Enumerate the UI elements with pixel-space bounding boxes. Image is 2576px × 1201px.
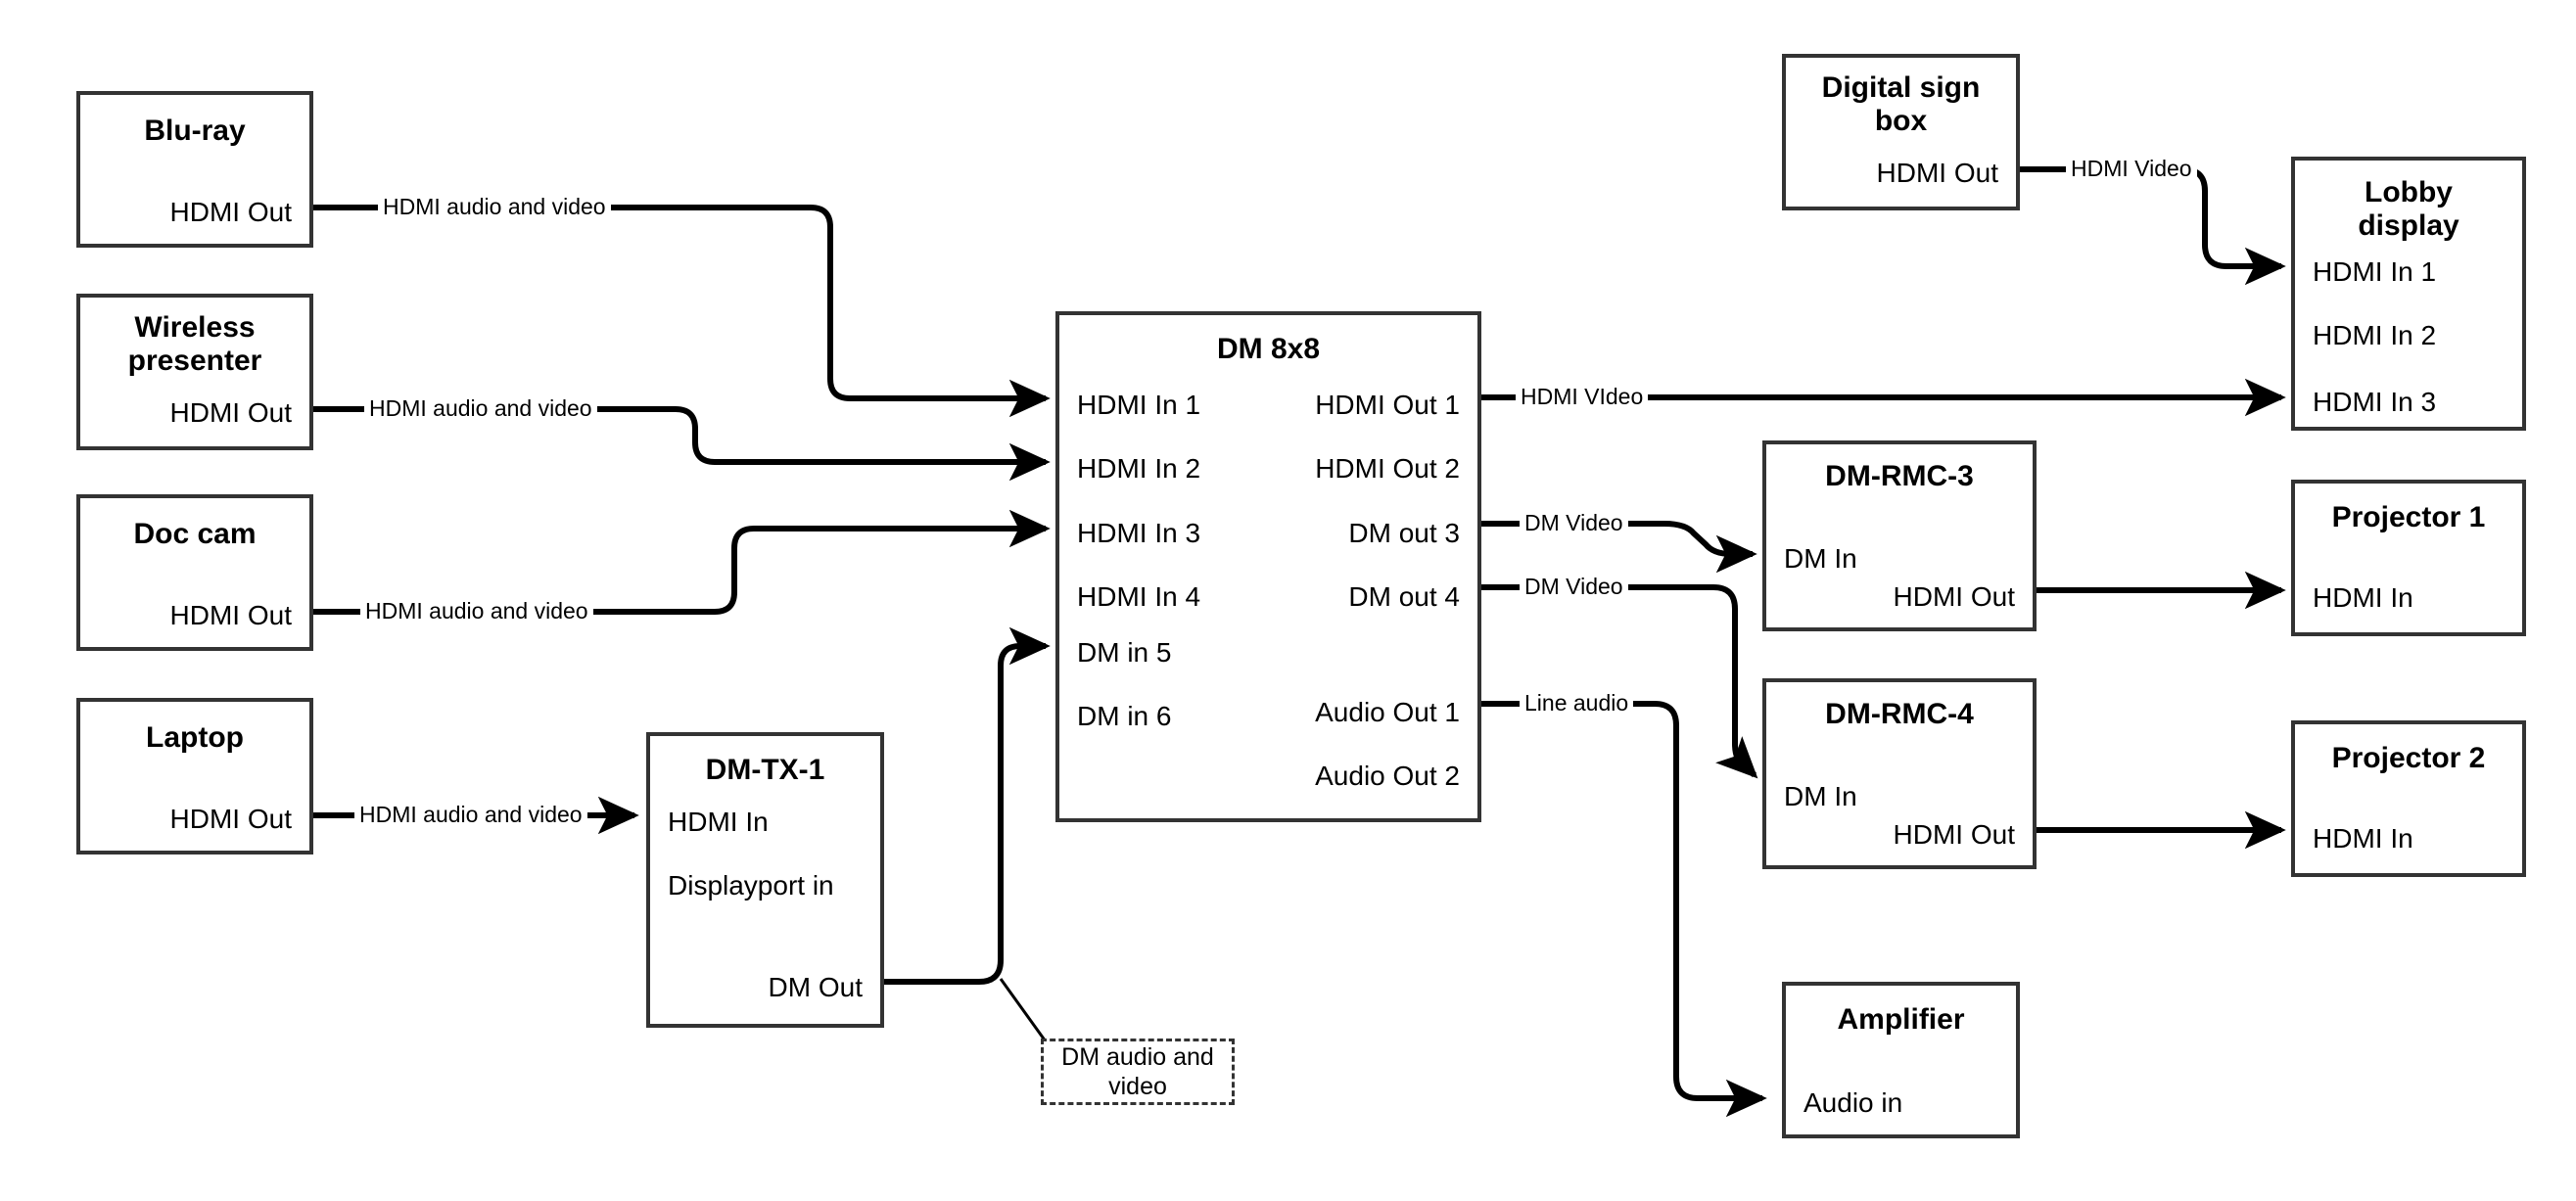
port-dm-8x8-hdmi-in-2[interactable]: HDMI In 2 (1077, 453, 1201, 484)
wire-dm8x8-to-dmrmc4 (1481, 584, 1758, 779)
wire-digitalsign-to-lobby (2020, 166, 2286, 286)
port-dm-8x8-hdmi-out-2[interactable]: HDMI Out 2 (1315, 453, 1460, 484)
port-dm-8x8-hdmi-in-3[interactable]: HDMI In 3 (1077, 518, 1201, 548)
wire-label-bluray-to-dm8x8: HDMI audio and video (378, 196, 611, 218)
port-digital-sign-box-hdmi-out[interactable]: HDMI Out (1876, 158, 1998, 188)
device-title-wireless-presenter-line2: presenter (127, 345, 262, 377)
port-dm-8x8-hdmi-in-4[interactable]: HDMI In 4 (1077, 581, 1201, 612)
port-lobby-display-hdmi-in-3[interactable]: HDMI In 3 (2313, 387, 2437, 417)
port-dm-tx-1-dm-out[interactable]: DM Out (768, 972, 863, 1002)
wire-label-dm8x8-to-amplifier: Line audio (1520, 692, 1634, 715)
wire-label-dm8x8-to-dmrmc4: DM Video (1520, 576, 1628, 598)
port-dm-rmc-3-dm-in[interactable]: DM In (1784, 543, 1857, 574)
port-dm-rmc-4-dm-in[interactable]: DM In (1784, 781, 1857, 811)
port-projector-2-hdmi-in[interactable]: HDMI In (2313, 823, 2413, 854)
device-dm-8x8[interactable]: DM 8x8 HDMI In 1 HDMI In 2 HDMI In 3 HDM… (1055, 311, 1481, 822)
port-amplifier-audio-in[interactable]: Audio in (1803, 1087, 1903, 1118)
device-projector-1[interactable]: Projector 1 HDMI In (2291, 480, 2526, 636)
device-title-digital-sign-box-line2: box (1874, 105, 1928, 137)
port-lobby-display-hdmi-in-1[interactable]: HDMI In 1 (2313, 256, 2437, 287)
wire-label-digitalsign-to-lobby: HDMI Video (2066, 158, 2197, 180)
device-title-dm-rmc-3: DM-RMC-3 (1825, 460, 1974, 492)
device-amplifier[interactable]: Amplifier Audio in (1782, 982, 2020, 1138)
device-lobby-display[interactable]: Lobby display HDMI In 1 HDMI In 2 HDMI I… (2291, 157, 2526, 431)
device-title-doc-cam: Doc cam (133, 518, 257, 550)
port-dm-rmc-3-hdmi-out[interactable]: HDMI Out (1893, 581, 2015, 612)
device-title-projector-2: Projector 2 (2331, 742, 2486, 774)
port-dm-8x8-hdmi-out-1[interactable]: HDMI Out 1 (1315, 390, 1460, 420)
device-dm-tx-1[interactable]: DM-TX-1 HDMI In Displayport in DM Out (646, 732, 884, 1028)
wire-dm8x8-to-amplifier (1481, 701, 1767, 1118)
device-title-digital-sign-box-line1: Digital sign (1821, 71, 1981, 104)
port-dm-8x8-dm-out-4[interactable]: DM out 4 (1348, 581, 1460, 612)
callout-text-line1: DM audio and (1061, 1043, 1214, 1071)
port-dm-tx-1-hdmi-in[interactable]: HDMI In (668, 807, 769, 837)
port-dm-8x8-dm-in-6[interactable]: DM in 6 (1077, 701, 1172, 731)
device-title-dm-tx-1: DM-TX-1 (705, 754, 825, 786)
wire-bluray-to-dm8x8 (313, 205, 1051, 418)
callout-text: DM audio and video (1061, 1042, 1214, 1101)
device-dm-rmc-3[interactable]: DM-RMC-3 DM In HDMI Out (1762, 440, 2037, 631)
port-laptop-hdmi-out[interactable]: HDMI Out (169, 804, 292, 834)
device-laptop[interactable]: Laptop HDMI Out (76, 698, 313, 855)
port-doc-cam-hdmi-out[interactable]: HDMI Out (169, 600, 292, 630)
device-digital-sign-box[interactable]: Digital sign box HDMI Out (1782, 54, 2020, 210)
port-dm-8x8-hdmi-in-1[interactable]: HDMI In 1 (1077, 390, 1201, 420)
port-dm-8x8-dm-in-5[interactable]: DM in 5 (1077, 637, 1172, 668)
device-title-projector-1: Projector 1 (2331, 501, 2486, 533)
device-title-amplifier: Amplifier (1837, 1003, 1965, 1036)
port-projector-1-hdmi-in[interactable]: HDMI In (2313, 582, 2413, 613)
device-title-blu-ray: Blu-ray (144, 115, 246, 147)
port-wireless-presenter-hdmi-out[interactable]: HDMI Out (169, 397, 292, 428)
wire-dmtx1-to-dm8x8 (884, 626, 1051, 985)
wire-label-laptop-to-dmtx1: HDMI audio and video (354, 804, 587, 826)
port-dm-8x8-dm-out-3[interactable]: DM out 3 (1348, 518, 1460, 548)
port-dm-8x8-audio-out-1[interactable]: Audio Out 1 (1315, 697, 1460, 727)
device-title-laptop: Laptop (146, 721, 244, 754)
callout-dm-audio-and-video: DM audio and video (1041, 1039, 1235, 1105)
port-lobby-display-hdmi-in-2[interactable]: HDMI In 2 (2313, 320, 2437, 350)
wire-label-wireless-to-dm8x8: HDMI audio and video (364, 397, 597, 420)
wire-label-dm8x8-to-lobby: HDMI VIdeo (1516, 386, 1649, 408)
wire-label-doccam-to-dm8x8: HDMI audio and video (360, 600, 593, 623)
device-blu-ray[interactable]: Blu-ray HDMI Out (76, 91, 313, 248)
device-doc-cam[interactable]: Doc cam HDMI Out (76, 494, 313, 651)
device-title-dm-8x8: DM 8x8 (1216, 333, 1321, 365)
device-wireless-presenter[interactable]: Wireless presenter HDMI Out (76, 294, 313, 450)
device-title-lobby-display-line1: Lobby (2365, 176, 2453, 208)
wire-label-dm8x8-to-dmrmc3: DM Video (1520, 512, 1628, 534)
device-projector-2[interactable]: Projector 2 HDMI In (2291, 720, 2526, 877)
port-blu-ray-hdmi-out[interactable]: HDMI Out (169, 197, 292, 227)
device-title-dm-rmc-4: DM-RMC-4 (1825, 698, 1974, 730)
port-dm-tx-1-displayport-in[interactable]: Displayport in (668, 870, 834, 901)
port-dm-rmc-4-hdmi-out[interactable]: HDMI Out (1893, 819, 2015, 850)
callout-text-line2: video (1108, 1073, 1167, 1100)
port-dm-8x8-audio-out-2[interactable]: Audio Out 2 (1315, 761, 1460, 791)
device-title-wireless-presenter-line1: Wireless (134, 311, 256, 344)
device-title-lobby-display-line2: display (2358, 209, 2459, 242)
device-dm-rmc-4[interactable]: DM-RMC-4 DM In HDMI Out (1762, 678, 2037, 869)
